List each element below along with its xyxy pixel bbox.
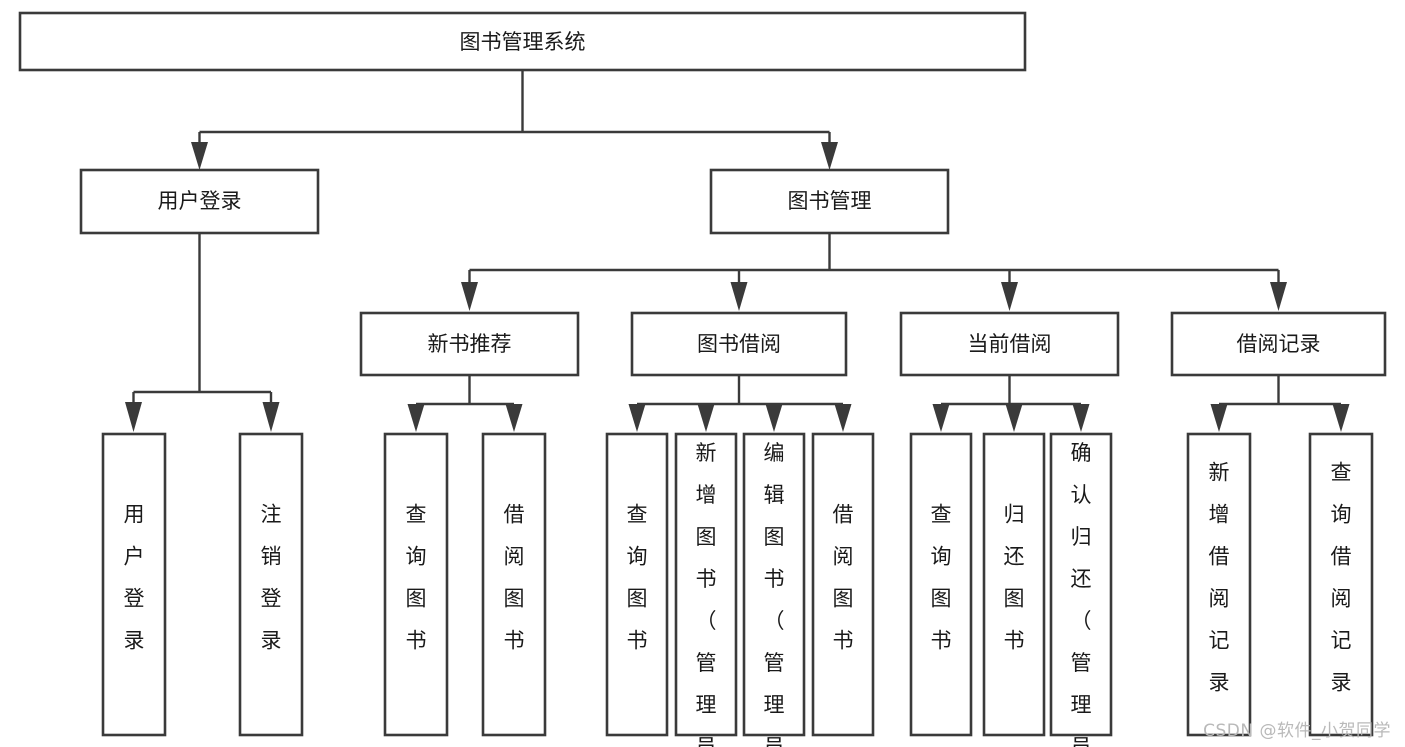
node-root-box[interactable] [18,11,1027,72]
connector-group-user-login [125,233,280,432]
arrow-head-book-manage [821,142,838,170]
arrow-head-current-borrow [1001,282,1018,311]
node-leaf-query-book-3-box[interactable] [909,432,973,737]
arrow-head-leaf-add-book [697,404,715,432]
node-book-borrow-label: 图书借阅 [697,332,781,356]
node-leaf-query-record-box[interactable] [1308,432,1374,737]
node-leaf-logout[interactable]: 注销登录 [238,432,304,737]
node-book-borrow[interactable]: 图书借阅 [630,311,848,377]
node-leaf-add-book-label: 新增图书（管理员） [696,441,717,747]
connector-group-current-borrow [932,375,1090,432]
connector-group-borrow-record [1210,375,1350,432]
node-user-login-label: 用户登录 [158,189,242,213]
node-current-borrow[interactable]: 当前借阅 [899,311,1120,377]
arrow-head-leaf-query-book-2 [628,404,646,432]
node-new-book-rec-label: 新书推荐 [428,332,512,356]
arrow-head-leaf-return-book [1005,404,1023,432]
arrow-head-leaf-borrow-book-2 [834,404,852,432]
node-leaf-confirm-return[interactable]: 确认归还（管理员） [1049,432,1113,747]
node-user-login-box[interactable] [79,168,320,235]
node-leaf-add-record[interactable]: 新增借阅记录 [1186,432,1252,737]
connector-group-book-manage [461,233,1287,311]
node-leaf-edit-book-label: 编辑图书（管理员） [764,441,785,747]
node-leaf-logout-box[interactable] [238,432,304,737]
arrow-head-leaf-user-login [125,402,142,432]
node-new-book-rec[interactable]: 新书推荐 [359,311,580,377]
arrow-head-leaf-borrow-book-1 [505,404,523,432]
node-book-manage-box[interactable] [709,168,950,235]
node-leaf-add-book-box[interactable] [674,432,738,737]
node-leaf-logout-label: 注销登录 [261,503,282,653]
node-new-book-rec-box[interactable] [359,311,580,377]
arrow-head-leaf-logout [262,402,280,432]
node-leaf-return-book-label: 归还图书 [1004,503,1025,653]
node-leaf-query-record[interactable]: 查询借阅记录 [1308,432,1374,737]
node-book-manage-label: 图书管理 [788,189,872,213]
node-book-manage[interactable]: 图书管理 [709,168,950,235]
node-current-borrow-label: 当前借阅 [968,332,1052,356]
node-leaf-confirm-return-box[interactable] [1049,432,1113,737]
node-leaf-borrow-book-2-label: 借阅图书 [833,503,854,653]
node-user-login[interactable]: 用户登录 [79,168,320,235]
node-current-borrow-box[interactable] [899,311,1120,377]
node-book-borrow-box[interactable] [630,311,848,377]
node-borrow-record-label: 借阅记录 [1237,332,1321,356]
node-leaf-edit-book[interactable]: 编辑图书（管理员） [742,432,806,747]
node-leaf-query-book-3[interactable]: 查询图书 [909,432,973,737]
node-leaf-borrow-book-2-box[interactable] [811,432,875,737]
arrow-head-user-login [191,142,208,170]
arrow-head-new-book-rec [461,282,478,311]
node-leaf-query-book-1-label: 查询图书 [406,503,427,653]
node-leaf-add-record-label: 新增借阅记录 [1209,461,1230,695]
node-leaf-user-login-box[interactable] [101,432,167,737]
node-leaf-query-record-label: 查询借阅记录 [1331,461,1352,695]
node-leaf-add-record-box[interactable] [1186,432,1252,737]
node-leaf-borrow-book-1-label: 借阅图书 [504,503,525,653]
node-leaf-user-login[interactable]: 用户登录 [101,432,167,737]
node-borrow-record-box[interactable] [1170,311,1387,377]
node-leaf-query-book-2-label: 查询图书 [627,503,648,653]
watermark-text: CSDN @软件_小贺同学 [1203,721,1391,741]
node-leaf-query-book-1-box[interactable] [383,432,449,737]
arrow-head-borrow-record [1270,282,1287,311]
node-leaf-return-book-box[interactable] [982,432,1046,737]
node-leaf-return-book[interactable]: 归还图书 [982,432,1046,737]
node-leaf-user-login-label: 用户登录 [124,503,145,653]
node-leaf-borrow-book-1-box[interactable] [481,432,547,737]
connector-group-new-book-rec [407,375,523,432]
node-leaf-borrow-book-2[interactable]: 借阅图书 [811,432,875,737]
node-root-label: 图书管理系统 [460,30,586,54]
node-leaf-confirm-return-label: 确认归还（管理员） [1071,441,1092,747]
connector-group-book-borrow [628,375,852,432]
node-root[interactable]: 图书管理系统 [18,11,1027,72]
node-leaf-query-book-3-label: 查询图书 [931,503,952,653]
node-borrow-record[interactable]: 借阅记录 [1170,311,1387,377]
arrow-head-leaf-add-record [1210,404,1228,432]
leaf-node-layer: 用户登录 注销登录 查询图书 借阅图书 查询图书 新增图书（管理员） 编辑图书（管理员） 借阅… [101,432,1374,747]
node-leaf-add-book[interactable]: 新增图书（管理员） [674,432,738,747]
connector-group-root [191,70,838,170]
node-leaf-query-book-1[interactable]: 查询图书 [383,432,449,737]
arrow-head-leaf-edit-book [765,404,783,432]
arrow-head-leaf-query-record [1332,404,1350,432]
arrow-head-leaf-query-book-1 [407,404,425,432]
arrow-head-book-borrow [730,282,748,311]
node-leaf-query-book-2-box[interactable] [605,432,669,737]
node-leaf-query-book-2[interactable]: 查询图书 [605,432,669,737]
arrow-head-leaf-confirm-return [1072,404,1090,432]
node-leaf-borrow-book-1[interactable]: 借阅图书 [481,432,547,737]
node-leaf-edit-book-box[interactable] [742,432,806,737]
arrow-head-leaf-query-book-3 [932,404,950,432]
